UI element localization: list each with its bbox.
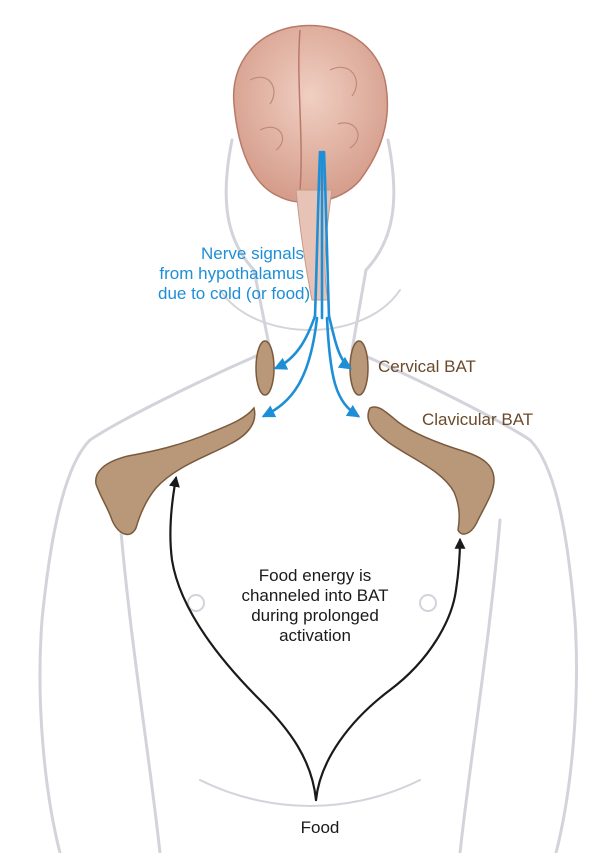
food-label: Food bbox=[290, 818, 350, 838]
food-energy-label: Food energy is channeled into BAT during… bbox=[240, 566, 390, 646]
food-energy-line-2: channeled into BAT bbox=[240, 586, 390, 606]
nerve-signals-line-1: Nerve signals bbox=[158, 244, 304, 264]
nerve-signals-label: Nerve signals from hypothalamus due to c… bbox=[158, 244, 304, 304]
cervical-bat-left bbox=[256, 341, 274, 395]
nerve-signals-line-3: due to cold (or food) bbox=[158, 284, 304, 304]
arrow-to-cervical-right bbox=[329, 316, 350, 368]
cervical-bat-label: Cervical BAT bbox=[378, 357, 476, 377]
clavicular-bat-label: Clavicular BAT bbox=[422, 410, 533, 430]
cervical-bat-right bbox=[350, 341, 368, 395]
food-energy-line-4: activation bbox=[240, 626, 390, 646]
food-energy-line-3: during prolonged bbox=[240, 606, 390, 626]
clavicular-bat-left bbox=[96, 408, 255, 534]
food-energy-line-1: Food energy is bbox=[240, 566, 390, 586]
nerve-signals-line-2: from hypothalamus bbox=[158, 264, 304, 284]
